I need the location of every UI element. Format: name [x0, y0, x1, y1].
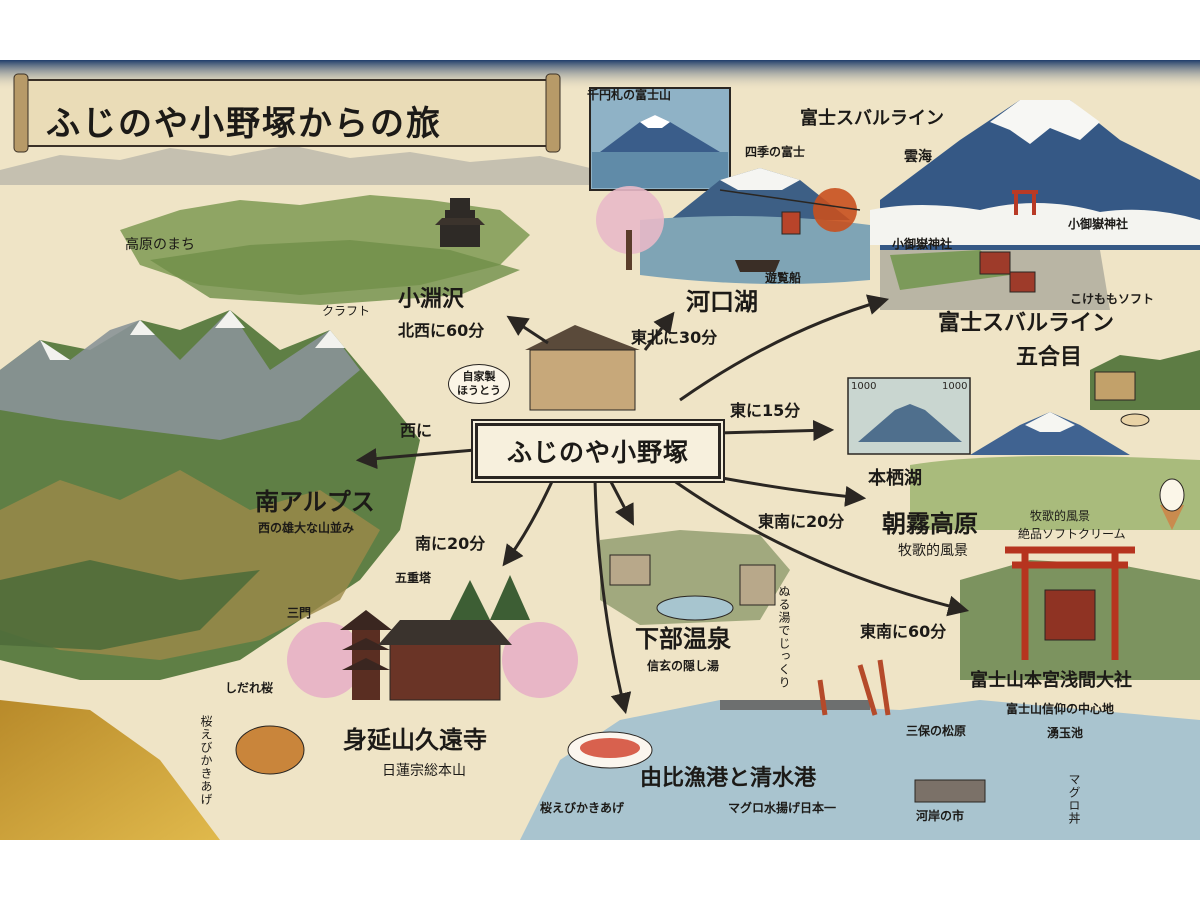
shiki-fuji-label: 四季の富士 [745, 145, 806, 159]
kuonji-sub-label: 日蓮宗総本山 [382, 763, 466, 779]
pagoda-label: 五重塔 [395, 571, 432, 585]
asagiri-note-2: 絶品ソフトクリーム [1018, 527, 1126, 541]
wakutama-pond-label: 湧玉池 [1047, 726, 1084, 740]
map-illustration [0, 60, 1200, 840]
shimobe-sub-label: 信玄の隠し湯 [647, 659, 720, 673]
paraglider [1120, 413, 1150, 427]
kakiage-plate [235, 725, 305, 775]
asagiri-note-1: 牧歌的風景 [1030, 509, 1091, 523]
kogen-town-label: 高原のまち [125, 237, 195, 253]
cherry-tree [596, 186, 664, 254]
route-arrows [355, 294, 970, 715]
komitake-shrine-label-1: 小御嶽神社 [1068, 217, 1129, 231]
weeping-cherry-right [502, 622, 578, 698]
hoto-shop [529, 349, 636, 411]
asagiri-pasture [910, 456, 1200, 530]
autumn-leaves [813, 188, 857, 232]
miho-label: 三保の松原 [906, 724, 967, 738]
route-kobuchizawa: 北西に60分 [398, 321, 485, 340]
route-minobu: 南に20分 [415, 534, 486, 553]
sea-of-clouds [870, 202, 1200, 245]
tuna-landing-label: マグロ水揚げ日本一 [728, 801, 837, 815]
tuna-bowl-label: マグロ丼 [1067, 773, 1081, 825]
kuonji-temple [378, 620, 512, 701]
suruga-bay [520, 700, 1200, 840]
kawaguchiko-label: 河口湖 [686, 288, 758, 316]
pleasure-boat [735, 260, 780, 272]
weeping-cherry-left [287, 622, 363, 698]
route-sengen: 東南に60分 [860, 622, 947, 641]
sanmon-label: 三門 [287, 606, 312, 620]
kokemomo-soft-label: こけももソフト [1070, 292, 1155, 306]
subaru-fifth-station-label-2: 五合目 [1016, 345, 1083, 370]
distant-mountains [0, 145, 590, 185]
title-scroll [21, 79, 553, 147]
sengen-taisha-label: 富士山本宮浅間大社 [970, 670, 1132, 691]
sakura-ebi-label: 桜えびかきあげ [540, 801, 625, 815]
kawaguchiko-fuji [670, 168, 850, 220]
route-west: 西に [400, 421, 433, 440]
center-name: ふじのや小野塚 [506, 438, 689, 467]
kuonji-label: 身延山久遠寺 [343, 726, 487, 754]
craft-label: クラフト [322, 304, 371, 318]
minami-alps-sub-label: 西の雄大な山並み [258, 521, 355, 535]
fish-market [914, 779, 986, 803]
tourist-map: ふじのや小野塚からの旅 ふじのや小野塚 自家製ほうとう 北西に60分 東北に30… [0, 60, 1200, 840]
yui-shimizu-port-label: 由比漁港と清水港 [640, 766, 817, 791]
nuruyu-vertical-label: ぬる湯でじっくり [777, 585, 791, 689]
shimobe-onsen-label: 下部温泉 [635, 625, 731, 653]
center-origin-box: ふじのや小野塚 [475, 423, 721, 479]
bill-number-right: 1000 [942, 381, 968, 392]
bill-number-left: 1000 [851, 381, 877, 392]
soft-cream-cone [1160, 505, 1184, 530]
sengen-sub-label: 富士山信仰の中心地 [1006, 702, 1115, 716]
hot-spring-pool [656, 595, 734, 621]
torii-small [1012, 190, 1038, 215]
asagiri-kogen-label: 朝霧高原 [882, 510, 978, 538]
subaru-fifth-station-label-1: 富士スバルライン [938, 311, 1115, 336]
harbor-cranes [817, 659, 891, 716]
subaru-line-top-label: 富士スバルライン [800, 108, 944, 129]
gold-scroll-corner [0, 700, 220, 840]
five-story-pagoda [340, 610, 392, 700]
asagiri-sub-label: 牧歌的風景 [898, 543, 968, 559]
hoto-bubble: 自家製ほうとう [448, 364, 510, 404]
komitake-shrine-label-2: 小御嶽神社 [892, 237, 953, 251]
matsumoto-style-castle [435, 198, 485, 247]
kawaguchiko-lake [640, 216, 870, 284]
route-motosuko: 東に15分 [730, 401, 801, 420]
sea-of-clouds-label: 雲海 [904, 149, 932, 165]
motosuko-label: 本栖湖 [868, 468, 922, 489]
kobuchizawa-label: 小淵沢 [398, 287, 465, 312]
hoto-shop-roof [525, 325, 640, 350]
sengen-torii [1005, 546, 1135, 660]
pleasure-boat-label: 遊覧船 [765, 271, 802, 285]
weeping-cherry-label: しだれ桜 [225, 681, 274, 695]
asagiri-fuji [970, 412, 1130, 455]
minami-alps-label: 南アルプス [255, 488, 375, 516]
thousand-yen-fuji-label: 千円札の富士山 [587, 88, 672, 102]
kagan-market-label: 河岸の市 [916, 809, 965, 823]
route-asagiri: 東南に20分 [758, 512, 845, 531]
kakiage-vertical-label: 桜えびかきあげ [199, 715, 213, 806]
route-kawaguchiko: 東北に30分 [631, 328, 718, 347]
map-title: ふじのや小野塚からの旅 [46, 104, 442, 144]
